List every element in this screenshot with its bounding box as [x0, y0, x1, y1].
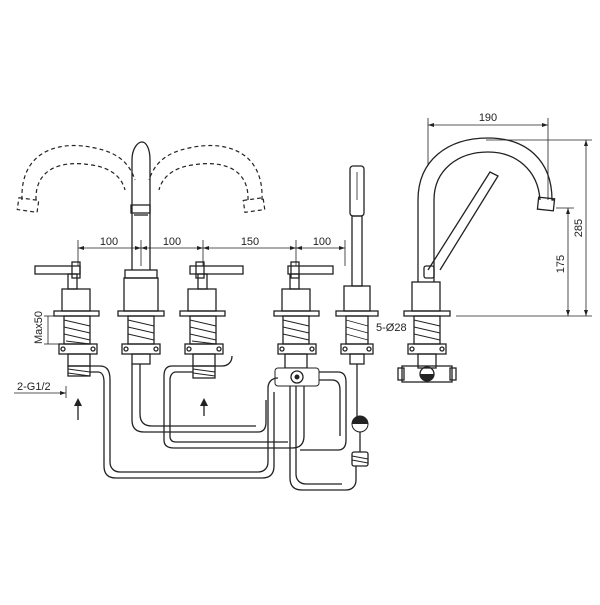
right-valve [179, 261, 244, 379]
connection-hoses [90, 355, 357, 491]
spacing-dimensions: 100 100 150 100 [77, 236, 346, 266]
hand-shower [335, 165, 379, 467]
inlet-arrows [74, 398, 208, 420]
spacing-label-4: 100 [313, 236, 331, 248]
max-deck-label: Max50 [33, 311, 45, 344]
left-valve [34, 261, 100, 377]
connection-label: 2-G1/2 [17, 381, 51, 393]
spacing-label-3: 150 [241, 236, 259, 248]
inlet-arrow-left [74, 398, 82, 406]
spout-height-label: 175 [555, 255, 567, 273]
spacing-label-1: 100 [100, 236, 118, 248]
inlet-arrow-right [200, 398, 208, 406]
spout-swivel-range [16, 145, 266, 214]
spout-side-view [397, 137, 556, 383]
center-spout-body [117, 269, 165, 365]
total-height-label: 285 [573, 219, 585, 237]
hole-diameter-label: 5-Ø28 [376, 322, 407, 334]
side-dimensions: 190 285 175 [427, 112, 592, 317]
left-side-labels: Max50 2-G1/2 5-Ø28 [14, 311, 407, 398]
spout-reach-label: 190 [479, 112, 497, 124]
diverter-valve [273, 261, 334, 387]
front-spout [130, 141, 151, 270]
spacing-label-2: 100 [163, 236, 181, 248]
